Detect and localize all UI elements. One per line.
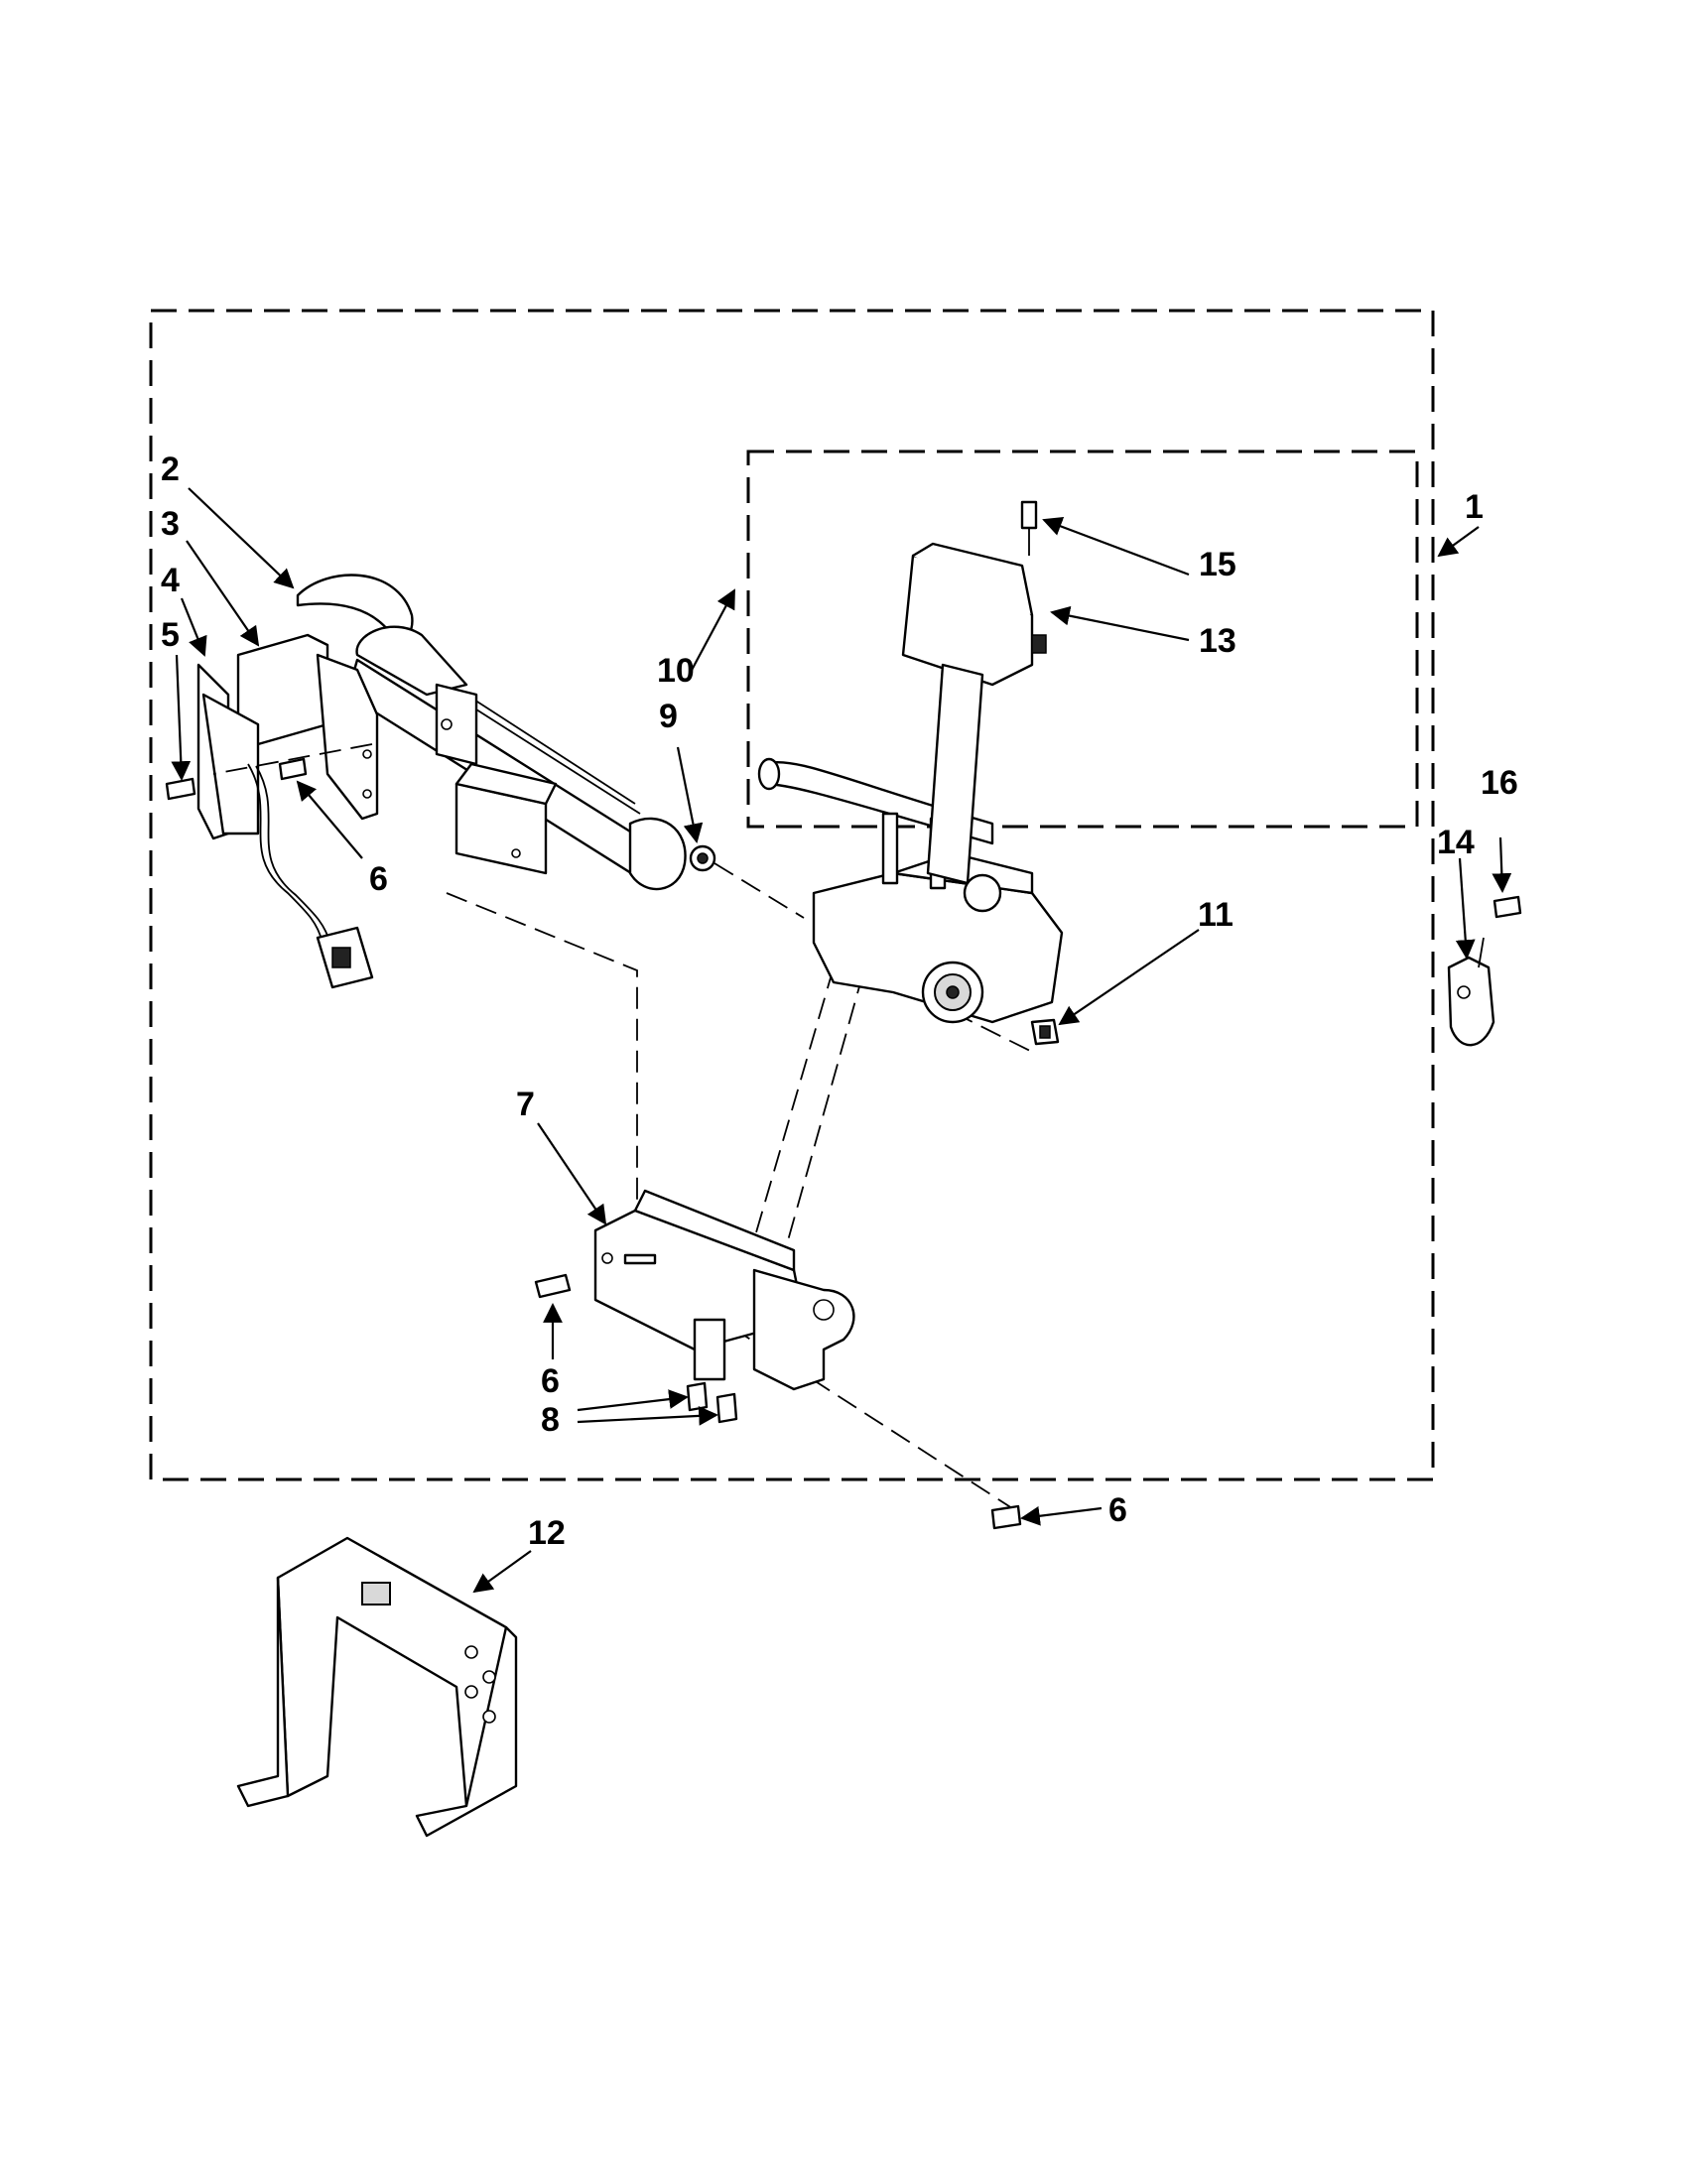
alignment-line-2 [446,892,638,1230]
alignment-line-1 [212,743,373,775]
screw-8b-part [715,1392,738,1424]
screw-6-right-part [990,1504,1022,1530]
screw-6-upper-part [278,757,308,781]
solenoid-coil-part [901,542,1047,885]
callout-7: 7 [516,1086,535,1123]
callout-2: 2 [161,450,180,488]
clip-14-part [1447,937,1495,1047]
callout-6-right: 6 [1108,1491,1127,1529]
fitting-11-part [1030,1018,1060,1046]
assembly-boundary-inner [746,450,1419,829]
callout-5: 5 [161,616,180,654]
screw-8a-part [686,1381,709,1412]
callout-11: 11 [1198,896,1233,934]
callout-4: 4 [161,562,180,599]
wire-harness-part [247,763,374,989]
callout-6-lower: 6 [541,1362,560,1400]
alignment-line-4 [741,966,835,1281]
callout-9: 9 [659,698,678,735]
lower-bracket-part [593,1189,855,1391]
callout-13: 13 [1199,622,1236,660]
orifice-fitting-part [689,844,716,872]
alignment-line-3 [714,862,805,919]
leader-lines [171,487,1512,1594]
callout-10: 10 [657,652,695,690]
alignment-line-6 [704,1309,1013,1509]
callout-14: 14 [1437,824,1475,861]
igniter-holder-part [435,683,558,875]
gas-valve-part [757,757,1064,1024]
screw-6-lower-part [534,1273,572,1299]
screw-16-part [1492,895,1522,919]
callout-1: 1 [1465,488,1484,526]
callout-8: 8 [541,1401,560,1439]
assembly-boundary-outer [149,309,1435,1481]
callout-12: 12 [528,1514,566,1552]
alignment-line-5 [773,971,864,1291]
mounting-bracket-part [196,633,379,840]
callout-3: 3 [161,505,180,543]
screw-5-part [165,777,196,801]
callout-15: 15 [1199,546,1236,583]
screw-15-part [1020,500,1038,556]
u-bracket-part [236,1536,518,1838]
callout-16: 16 [1481,764,1518,802]
callout-6-upper: 6 [369,860,388,898]
